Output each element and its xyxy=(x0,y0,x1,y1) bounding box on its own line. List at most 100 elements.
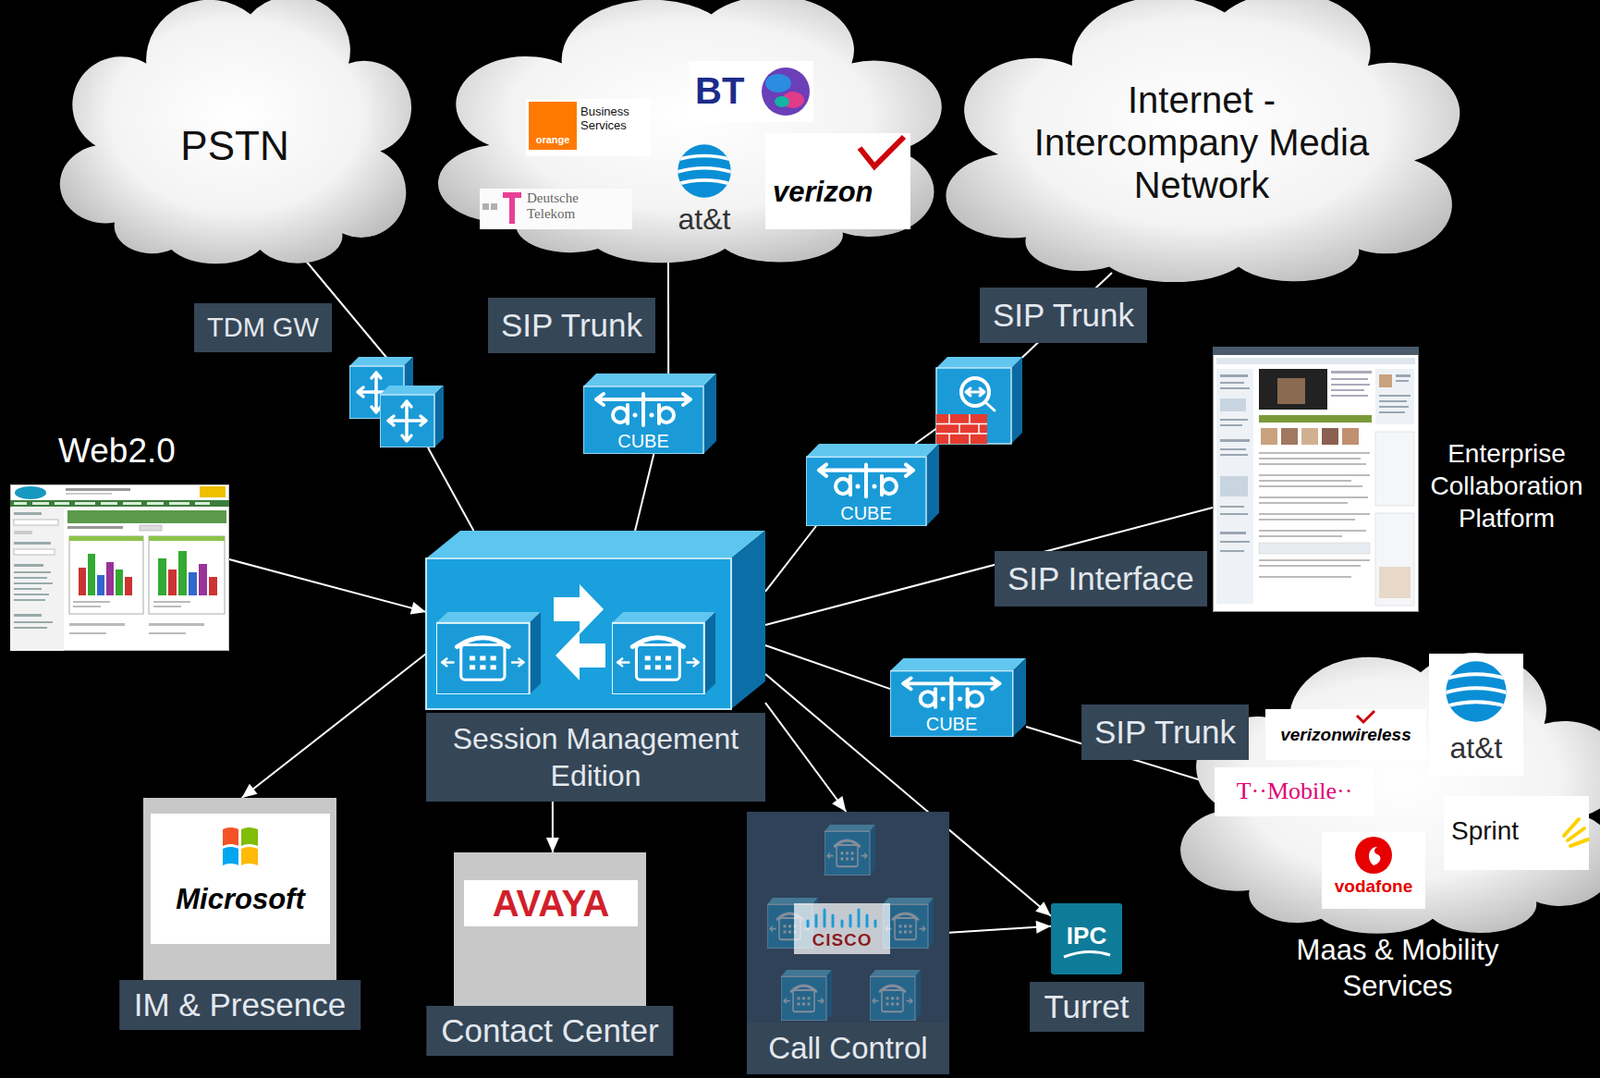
node-label: Call Control xyxy=(746,1022,950,1075)
graphic-part xyxy=(1258,457,1361,460)
graphic-part xyxy=(1220,540,1250,543)
connector xyxy=(229,559,427,615)
logo-text: CISCO xyxy=(793,929,891,951)
arrow-head xyxy=(1036,920,1051,934)
graphic-part xyxy=(153,605,182,608)
graphic-part xyxy=(13,530,33,535)
cloud-caption: Maas & Mobility Services xyxy=(1286,931,1509,1004)
firewall-icon xyxy=(936,356,1023,444)
graphic-part xyxy=(676,144,733,198)
node-heading: Web2.0 xyxy=(58,430,176,472)
graphic-part xyxy=(13,576,48,579)
graphic-part xyxy=(1563,818,1588,846)
edge-label: SIP Trunk xyxy=(979,287,1148,343)
graphic-part xyxy=(936,356,1023,368)
device-label: CUBE xyxy=(583,429,704,452)
connector xyxy=(667,254,669,374)
graphic-part xyxy=(146,501,164,505)
arrow-head xyxy=(410,601,427,615)
graphic-part xyxy=(1331,378,1368,380)
cube-router: CUBE xyxy=(583,373,717,454)
graphic-part xyxy=(1258,542,1370,554)
cloud-shape xyxy=(60,0,412,264)
graphic-part xyxy=(74,501,96,505)
node-heading: Enterprise Collaboration Platform xyxy=(1419,437,1594,535)
graphic-part xyxy=(1443,795,1589,870)
graphic-part xyxy=(464,879,638,927)
edge-label: SIP Trunk xyxy=(1081,704,1249,760)
graphic-part xyxy=(1321,427,1339,445)
graphic-part xyxy=(1355,836,1393,874)
graphic-part xyxy=(882,897,934,949)
graphic-part xyxy=(1220,381,1245,384)
graphic-part xyxy=(69,536,144,614)
graphic-part xyxy=(241,827,258,846)
carrier-cloud: orangeBusiness ServicesBTDeutsche Teleko… xyxy=(462,0,916,255)
graphic-part xyxy=(1258,451,1370,578)
graphic-part xyxy=(13,541,51,545)
graphic-part xyxy=(525,98,651,157)
logo-text: at&t xyxy=(1429,730,1524,766)
graphic-part xyxy=(482,203,489,210)
graphic-part xyxy=(869,969,921,1021)
graphic-part xyxy=(1258,474,1370,477)
graphic-part xyxy=(528,101,577,150)
graphic-part xyxy=(158,558,167,596)
graphic-part xyxy=(1216,368,1254,604)
contact-panel: AVAYAContact Center xyxy=(453,852,647,1006)
graphic-part xyxy=(153,600,191,603)
logo-text: Business Services xyxy=(580,105,649,134)
graphic-part xyxy=(1220,453,1248,456)
graphic-part xyxy=(106,561,114,596)
connector xyxy=(765,702,846,812)
graphic-part xyxy=(1375,368,1415,425)
connector-line xyxy=(242,653,427,798)
node-label: Contact Center xyxy=(426,1005,673,1056)
graphic-part xyxy=(767,824,934,1021)
graphic-part xyxy=(965,388,995,411)
graphic-part xyxy=(13,621,53,623)
graphic-part xyxy=(208,576,218,596)
graphic-part xyxy=(1220,512,1248,515)
logo-text: Sprint xyxy=(1451,815,1519,847)
graphic-part xyxy=(1375,431,1415,506)
collaboration-screenshot: Enterprise Collaboration Platform xyxy=(1212,346,1419,612)
graphic-part xyxy=(148,632,186,635)
graphic-part xyxy=(1258,535,1343,538)
connector-line xyxy=(667,254,670,374)
graphic-part xyxy=(1220,439,1250,442)
graphic-part xyxy=(765,133,911,230)
graphic-part xyxy=(13,626,48,629)
graphic-part xyxy=(1356,710,1375,722)
graphic-part xyxy=(1258,518,1356,521)
device-label: CUBE xyxy=(890,712,1014,735)
graphic-part xyxy=(69,622,125,626)
graphic-part xyxy=(168,569,177,596)
graphic-part xyxy=(1220,374,1248,378)
graphic-part xyxy=(806,443,940,526)
graphic-part xyxy=(426,558,732,709)
graphic-part xyxy=(1258,529,1367,532)
presence-panel: MicrosoftIM & Presence xyxy=(143,797,337,980)
graphic-part xyxy=(555,630,606,681)
web-screenshot: Web2.0 xyxy=(10,484,230,651)
graphic-part xyxy=(859,136,904,167)
connector-line xyxy=(635,453,654,531)
graphic-part xyxy=(199,486,226,498)
graphic-part xyxy=(69,600,205,635)
connector-line xyxy=(301,255,475,531)
graphic-part xyxy=(553,584,604,635)
logo-text: Deutsche Telekom xyxy=(526,190,611,221)
graphic-part xyxy=(1379,400,1407,403)
graphic-part xyxy=(1258,512,1370,515)
graphic-part xyxy=(1368,846,1381,866)
graphic-part xyxy=(241,846,258,866)
graphic-part xyxy=(73,605,101,608)
graphic-part xyxy=(13,501,210,505)
connector xyxy=(949,920,1051,934)
graphic-part xyxy=(195,501,210,505)
graphic-part xyxy=(1331,370,1372,397)
graphic-part xyxy=(761,67,810,116)
graphic-part xyxy=(100,501,118,505)
